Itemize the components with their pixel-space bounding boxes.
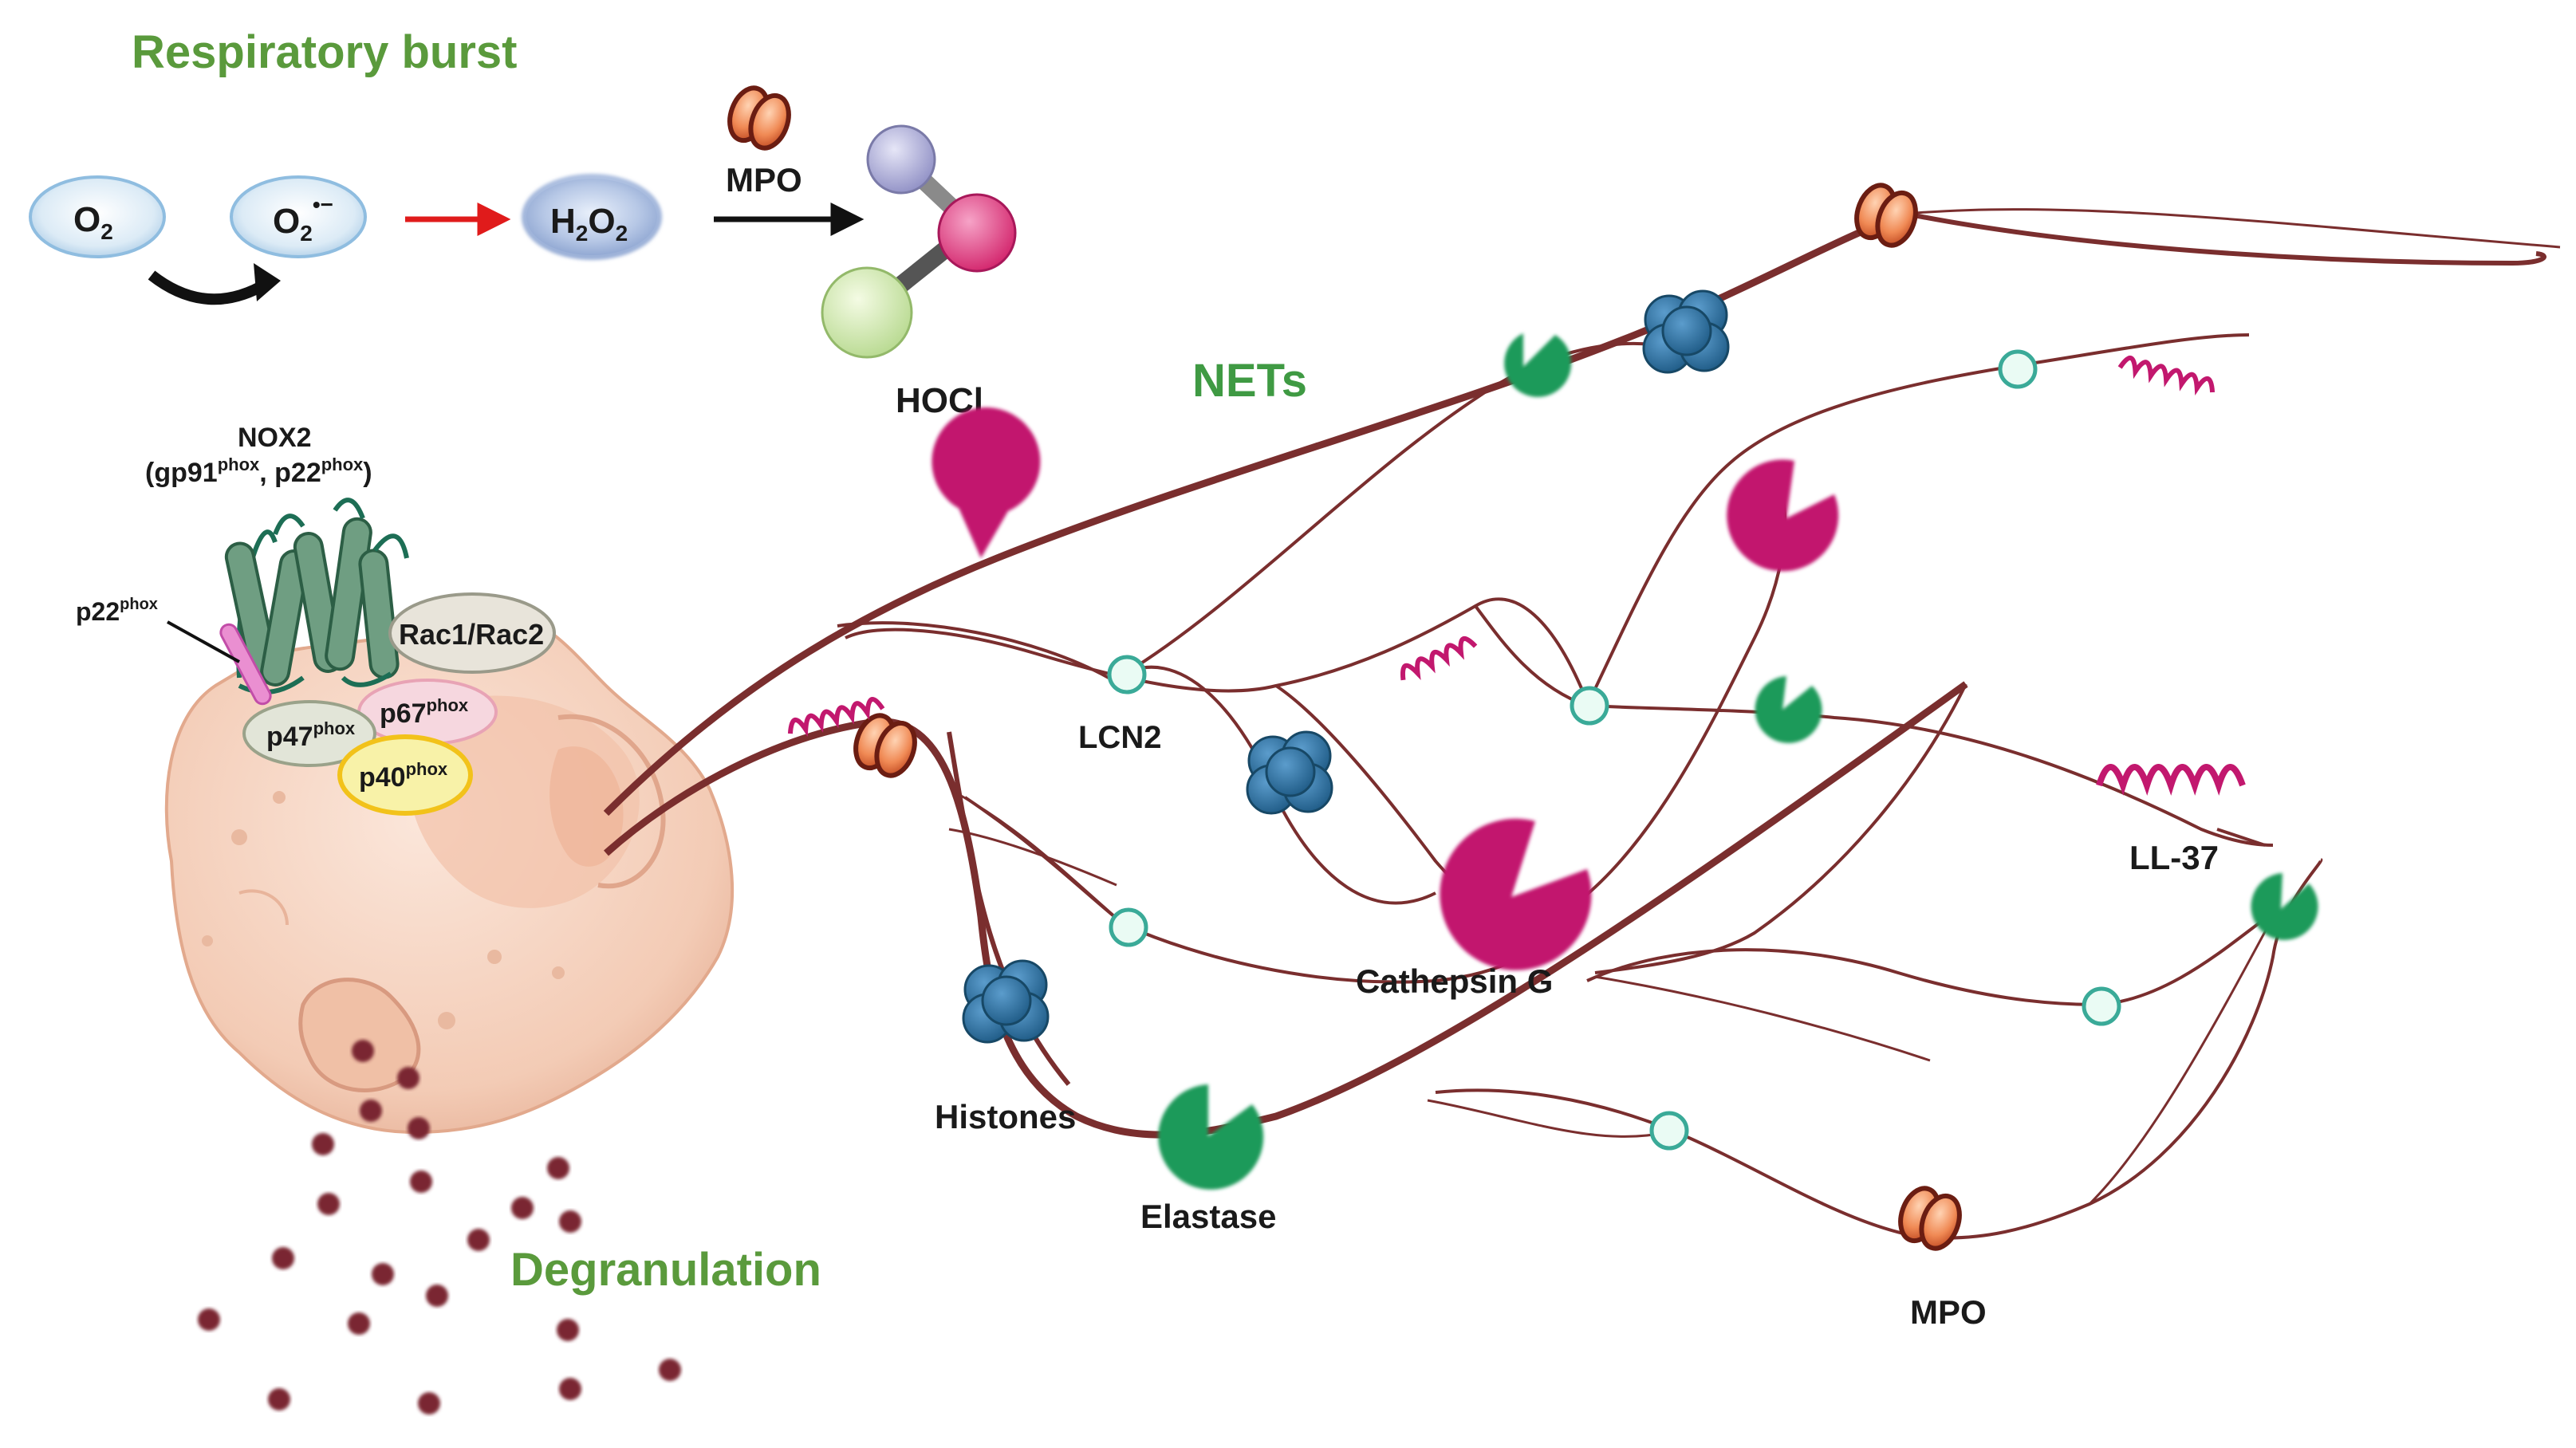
hocl-molecule-icon	[821, 124, 1017, 359]
elastase-icon-3	[2251, 873, 2318, 940]
mpo-icon-top	[723, 83, 796, 154]
rac-label: Rac1/Rac2	[399, 618, 544, 651]
cathepsin-icon-1	[932, 407, 1041, 558]
elastase-markers	[1158, 333, 2318, 1190]
p40-phox: phox	[406, 759, 448, 779]
nets-title: NETs	[1192, 355, 1307, 407]
cathepsin-icon-2	[1727, 459, 1839, 572]
h2o2-sub1: 2	[576, 221, 589, 246]
o2-subscript: 2	[100, 219, 113, 244]
h2o2-h: H	[550, 202, 576, 241]
ll37-pointer	[2216, 828, 2266, 847]
cathepsin-markers	[932, 407, 1839, 970]
svg-text:p22phox: p22phox	[76, 596, 158, 626]
nox2-gp91: (gp91	[145, 458, 218, 488]
lcn2-markers	[1107, 349, 2121, 1151]
net-fibers	[603, 208, 2561, 1240]
o2-oval: O2	[29, 175, 166, 258]
svg-text:O2•−: O2•−	[273, 192, 333, 246]
rac-oval: Rac1/Rac2	[388, 592, 556, 674]
h2o2-oval: H2O2	[522, 174, 662, 260]
mpo-bottom-label: MPO	[1910, 1293, 1987, 1331]
nox2-close: )	[363, 458, 372, 488]
curved-arrow	[148, 270, 270, 305]
p67-phox: phox	[427, 695, 469, 715]
o2-label: O	[73, 200, 100, 239]
superoxide-charge: •−	[313, 192, 333, 217]
superoxide-subscript: 2	[300, 221, 313, 246]
degranulation-title: Degranulation	[510, 1244, 821, 1296]
p47-oval: p47phox	[242, 700, 376, 767]
svg-text:(gp91phox, p22phox): (gp91phox, p22phox)	[145, 454, 372, 488]
elastase-label: Elastase	[1140, 1198, 1276, 1235]
ll37-helices	[787, 356, 2246, 796]
superoxide-label: O	[273, 202, 300, 241]
p47-phox: phox	[313, 718, 356, 738]
cathepsin-icon-3	[1440, 818, 1592, 970]
p40-oval: p40phox	[337, 734, 473, 816]
svg-text:H2O2: H2O2	[550, 202, 628, 246]
histone-icon-3	[962, 959, 1050, 1044]
p22-phox: phox	[120, 596, 158, 613]
svg-text:p67phox: p67phox	[380, 695, 469, 729]
elastase-icon-2	[1755, 676, 1822, 743]
h2o2-o: O	[588, 202, 615, 241]
nox2-phox1: phox	[218, 454, 260, 474]
nox2-title: NOX2	[238, 423, 312, 453]
p22-label: p22	[76, 597, 120, 626]
p22-pointer	[167, 620, 240, 663]
histone-icon-1	[1642, 289, 1730, 374]
mpo-top-label: MPO	[726, 161, 802, 199]
elastase-icon-4	[1158, 1084, 1264, 1190]
mpo-icon-1	[1850, 180, 1923, 251]
svg-text:O2: O2	[73, 200, 113, 244]
lcn2-label: LCN2	[1078, 720, 1161, 755]
ll37-label: LL-37	[2129, 839, 2219, 876]
cathepsin-g-label: Cathepsin G	[1356, 962, 1553, 1000]
nox2-p22: , p22	[259, 458, 321, 488]
respiratory-burst-title: Respiratory burst	[132, 26, 517, 78]
p40-label: p40	[359, 762, 406, 793]
h2o2-sub2: 2	[616, 221, 628, 246]
p47-label: p47	[266, 722, 313, 752]
curved-arrow-head	[254, 263, 281, 301]
mpo-icon-3	[1894, 1183, 1967, 1254]
histones-label: Histones	[935, 1098, 1076, 1135]
superoxide-oval: O2•−	[230, 175, 367, 258]
elastase-icon-1	[1504, 333, 1572, 397]
nox2-phox2: phox	[321, 454, 364, 474]
granules	[198, 1040, 681, 1415]
svg-text:p40phox: p40phox	[359, 759, 448, 793]
p67-label: p67	[380, 698, 427, 729]
histone-icon-2	[1246, 730, 1333, 815]
nox2-membrane-icon	[219, 498, 409, 706]
svg-text:p47phox: p47phox	[266, 718, 356, 752]
p67-oval: p67phox	[357, 679, 498, 746]
